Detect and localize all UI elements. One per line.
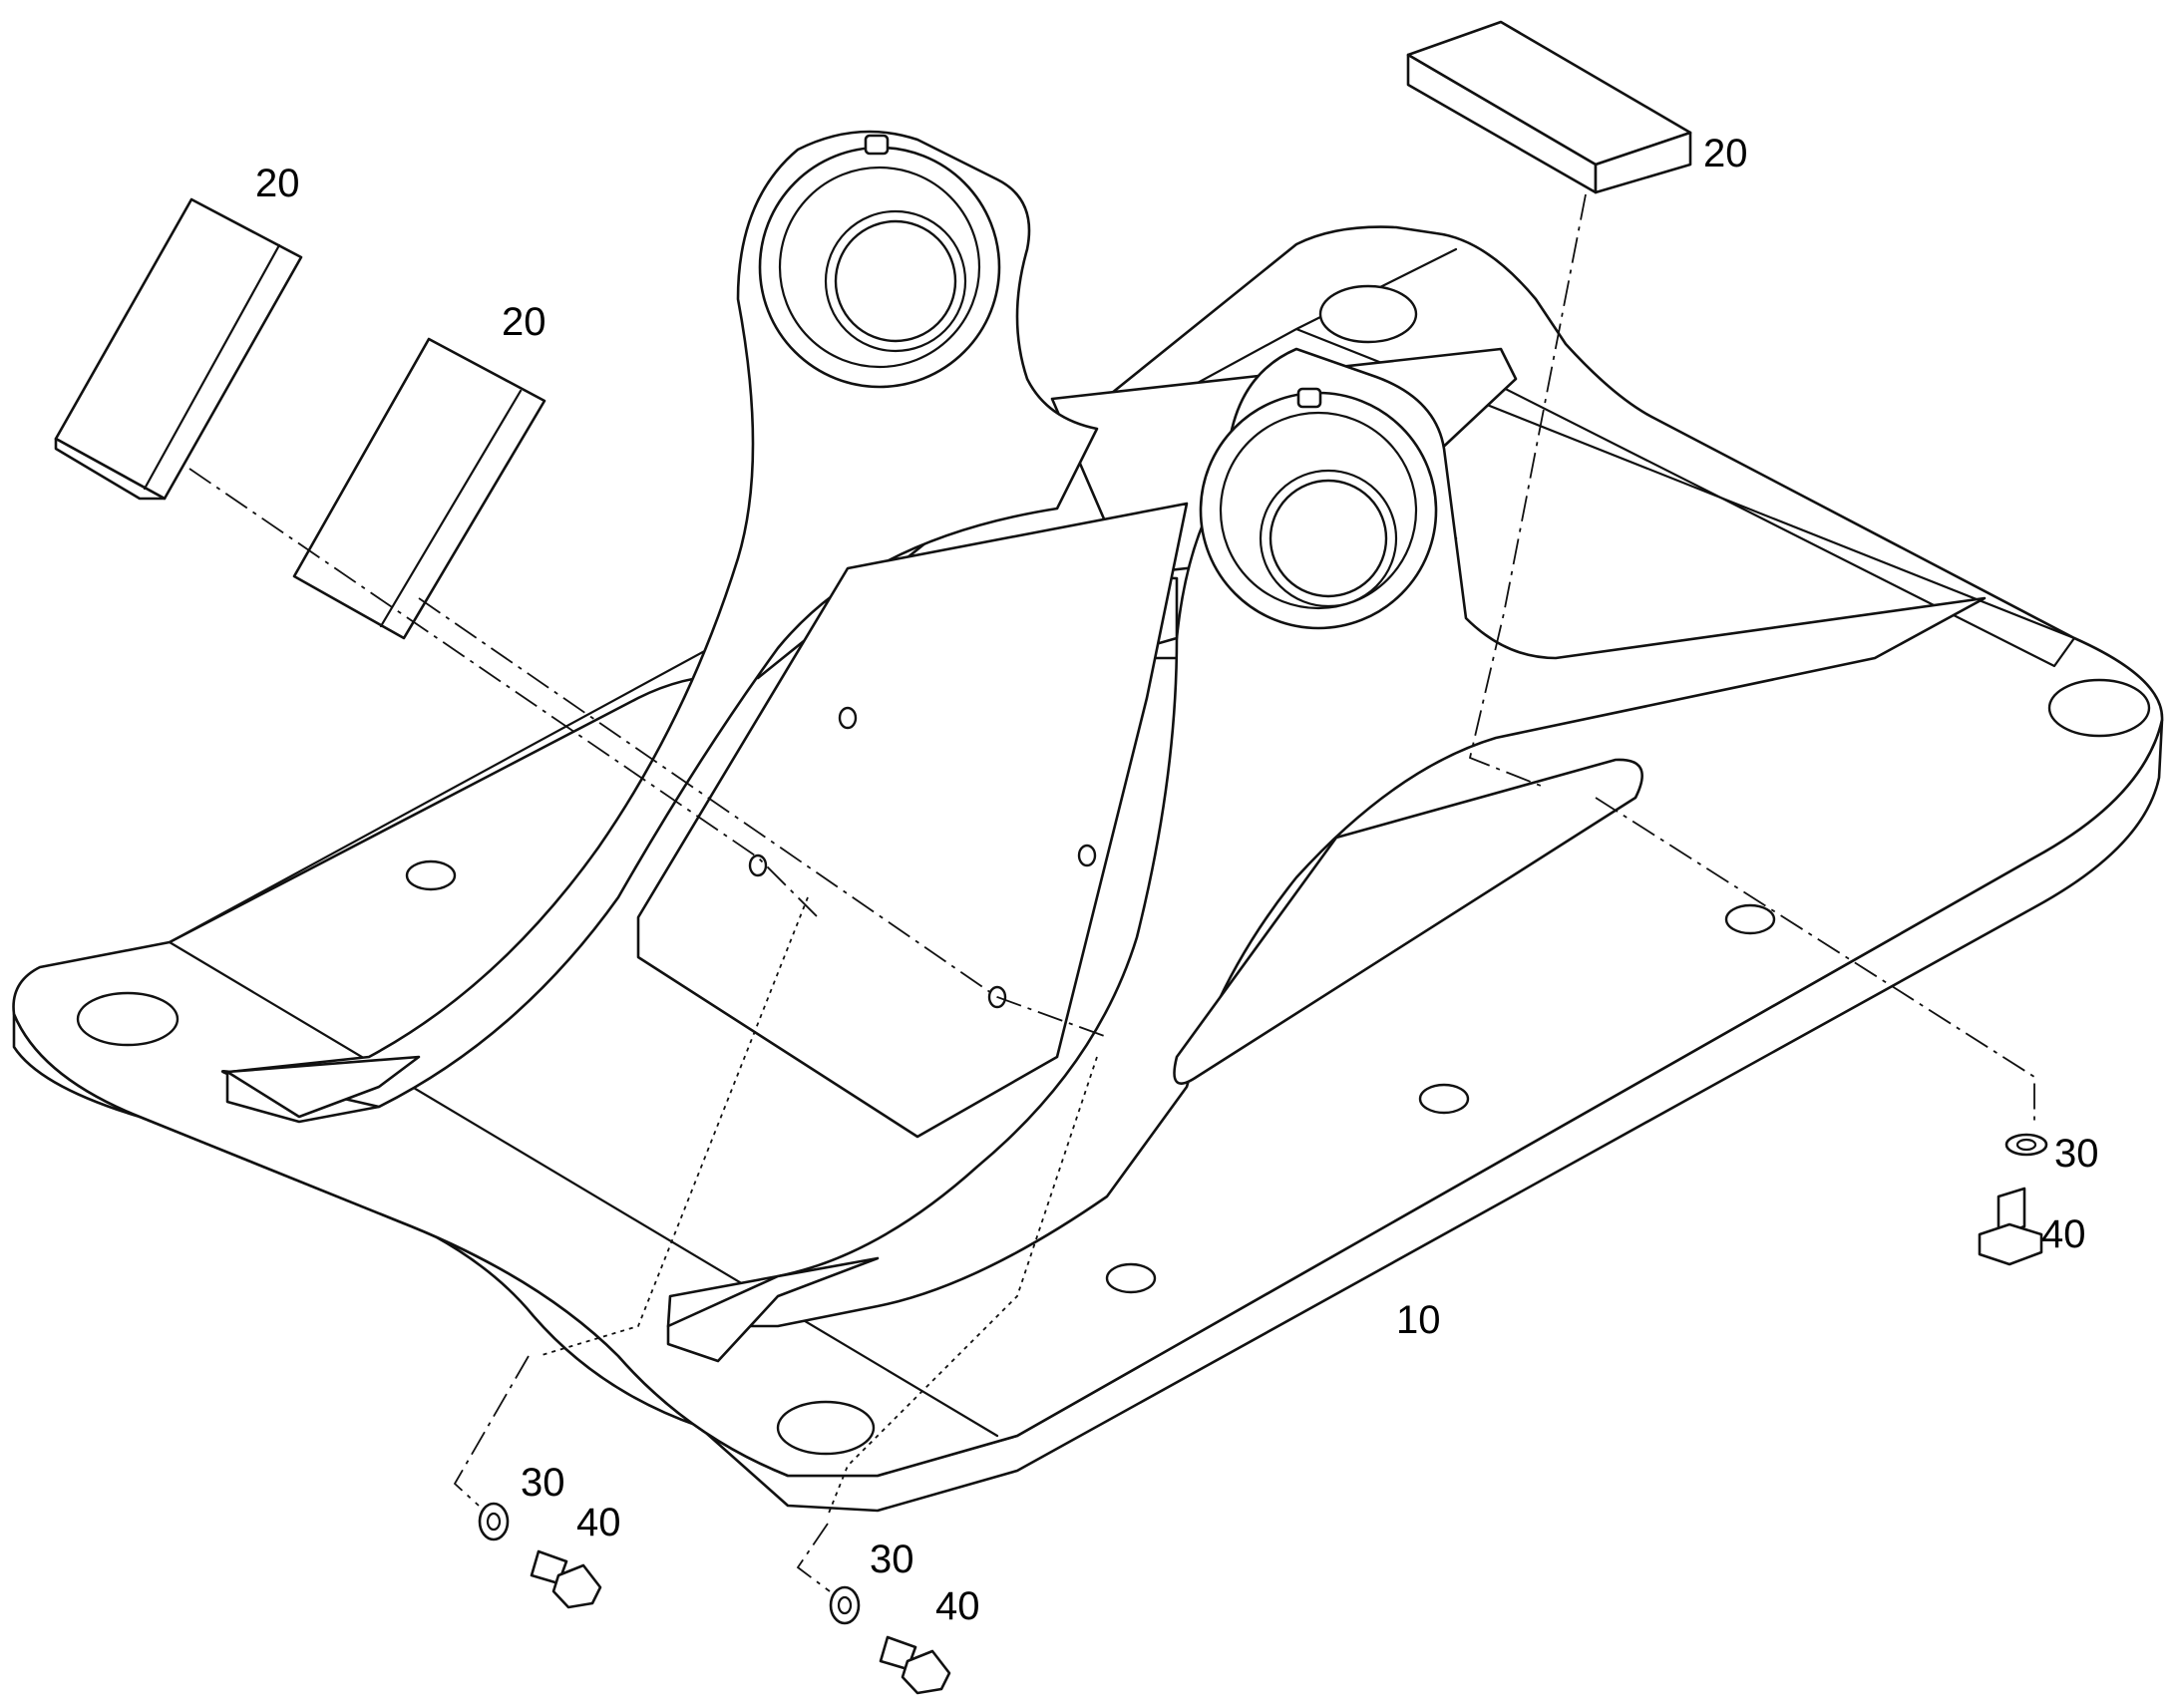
center-web-plate bbox=[636, 502, 1189, 1139]
base-hole-back-right bbox=[2047, 678, 2151, 738]
fastener-set-bottom-mid bbox=[829, 1585, 951, 1695]
axis-line-pad-left-upper bbox=[188, 468, 819, 918]
callout-20-top-right: 20 bbox=[1703, 132, 1748, 175]
hidden-line-bottom-mid bbox=[827, 1056, 1098, 1517]
base-hole-front-mid bbox=[776, 1400, 876, 1456]
base-bolt-hole-3 bbox=[1105, 1262, 1157, 1294]
right-lower-foot bbox=[666, 1256, 880, 1363]
base-hole-front-left bbox=[76, 991, 180, 1047]
left-hub-ring bbox=[778, 166, 981, 369]
web-hole-2 bbox=[1077, 844, 1097, 867]
pad-left-upper-side bbox=[54, 437, 167, 501]
callout-10: 10 bbox=[1396, 1298, 1441, 1342]
right-upright-body bbox=[666, 347, 1987, 1328]
left-grease-nipple bbox=[864, 134, 890, 156]
callout-40-bottom-mid: 40 bbox=[935, 1584, 980, 1628]
washer-bottom-mid-inner bbox=[837, 1595, 853, 1615]
callout-20-left-lower: 20 bbox=[502, 300, 546, 344]
washer-bottom-left bbox=[478, 1502, 510, 1541]
fastener-set-bottom-left bbox=[478, 1502, 602, 1609]
axis-line-bottom-mid-bolt bbox=[796, 1523, 831, 1592]
axis-line-bottom-left-bolt bbox=[453, 1355, 530, 1507]
left-lower-foot bbox=[225, 1055, 421, 1119]
right-triangle-slot bbox=[1173, 758, 1643, 1085]
pad-left-upper-edge bbox=[143, 243, 281, 491]
right-bushing-lip bbox=[1259, 469, 1398, 608]
washer-right bbox=[2004, 1133, 2048, 1157]
wear-pad-left-lower bbox=[292, 337, 546, 640]
pad-left-upper-face bbox=[54, 197, 303, 501]
callout-30-bottom-left: 30 bbox=[521, 1461, 565, 1505]
base-bolt-hole-4 bbox=[1724, 903, 1776, 935]
washer-right-inner bbox=[2015, 1138, 2037, 1152]
base-bolt-hole-1 bbox=[405, 859, 457, 891]
base-plate-rear-edge bbox=[1454, 362, 2076, 668]
bolt-right-shank bbox=[1997, 1187, 2026, 1238]
callout-20-left-upper: 20 bbox=[255, 162, 300, 205]
pad-top-right-side bbox=[1594, 131, 1692, 194]
right-bushing-bore bbox=[1269, 479, 1388, 598]
axis-line-right-bolt bbox=[1595, 797, 2035, 1122]
base-hole-back-left bbox=[1318, 284, 1418, 344]
pad-left-lower-edge bbox=[379, 389, 523, 628]
bolt-right-head bbox=[1978, 1222, 2043, 1266]
washer-bottom-left-inner bbox=[486, 1512, 502, 1532]
callout-40-right: 40 bbox=[2041, 1212, 2086, 1256]
right-hub-ring bbox=[1219, 411, 1418, 610]
left-bushing-bore bbox=[834, 219, 957, 343]
wear-pad-left-upper bbox=[54, 197, 303, 501]
wear-pad-top-right bbox=[1406, 20, 1692, 194]
axis-line-pad-left-lower bbox=[418, 597, 1108, 1038]
hidden-line-bottom-left bbox=[538, 896, 809, 1357]
fastener-set-right bbox=[1978, 1133, 2048, 1266]
right-grease-nipple bbox=[1296, 387, 1322, 409]
web-hole-1 bbox=[838, 706, 858, 730]
web-hole-3 bbox=[748, 854, 768, 877]
callout-30-bottom-mid: 30 bbox=[870, 1537, 914, 1581]
washer-bottom-mid bbox=[829, 1585, 861, 1625]
bolt-bottom-mid-head bbox=[901, 1649, 951, 1695]
callouts: 20 20 20 10 30 40 30 40 30 40 bbox=[255, 132, 2099, 1628]
callout-40-bottom-left: 40 bbox=[576, 1501, 621, 1544]
pad-left-lower-face bbox=[292, 337, 546, 640]
bolt-bottom-left-head bbox=[551, 1563, 602, 1609]
assembly-lines bbox=[188, 193, 2035, 1592]
left-bushing-lip bbox=[824, 209, 967, 353]
base-bolt-hole-2 bbox=[1418, 1083, 1470, 1115]
callout-30-right: 30 bbox=[2054, 1132, 2099, 1176]
axis-line-pad-top-right bbox=[1468, 193, 1587, 789]
left-upright bbox=[221, 130, 1099, 1124]
